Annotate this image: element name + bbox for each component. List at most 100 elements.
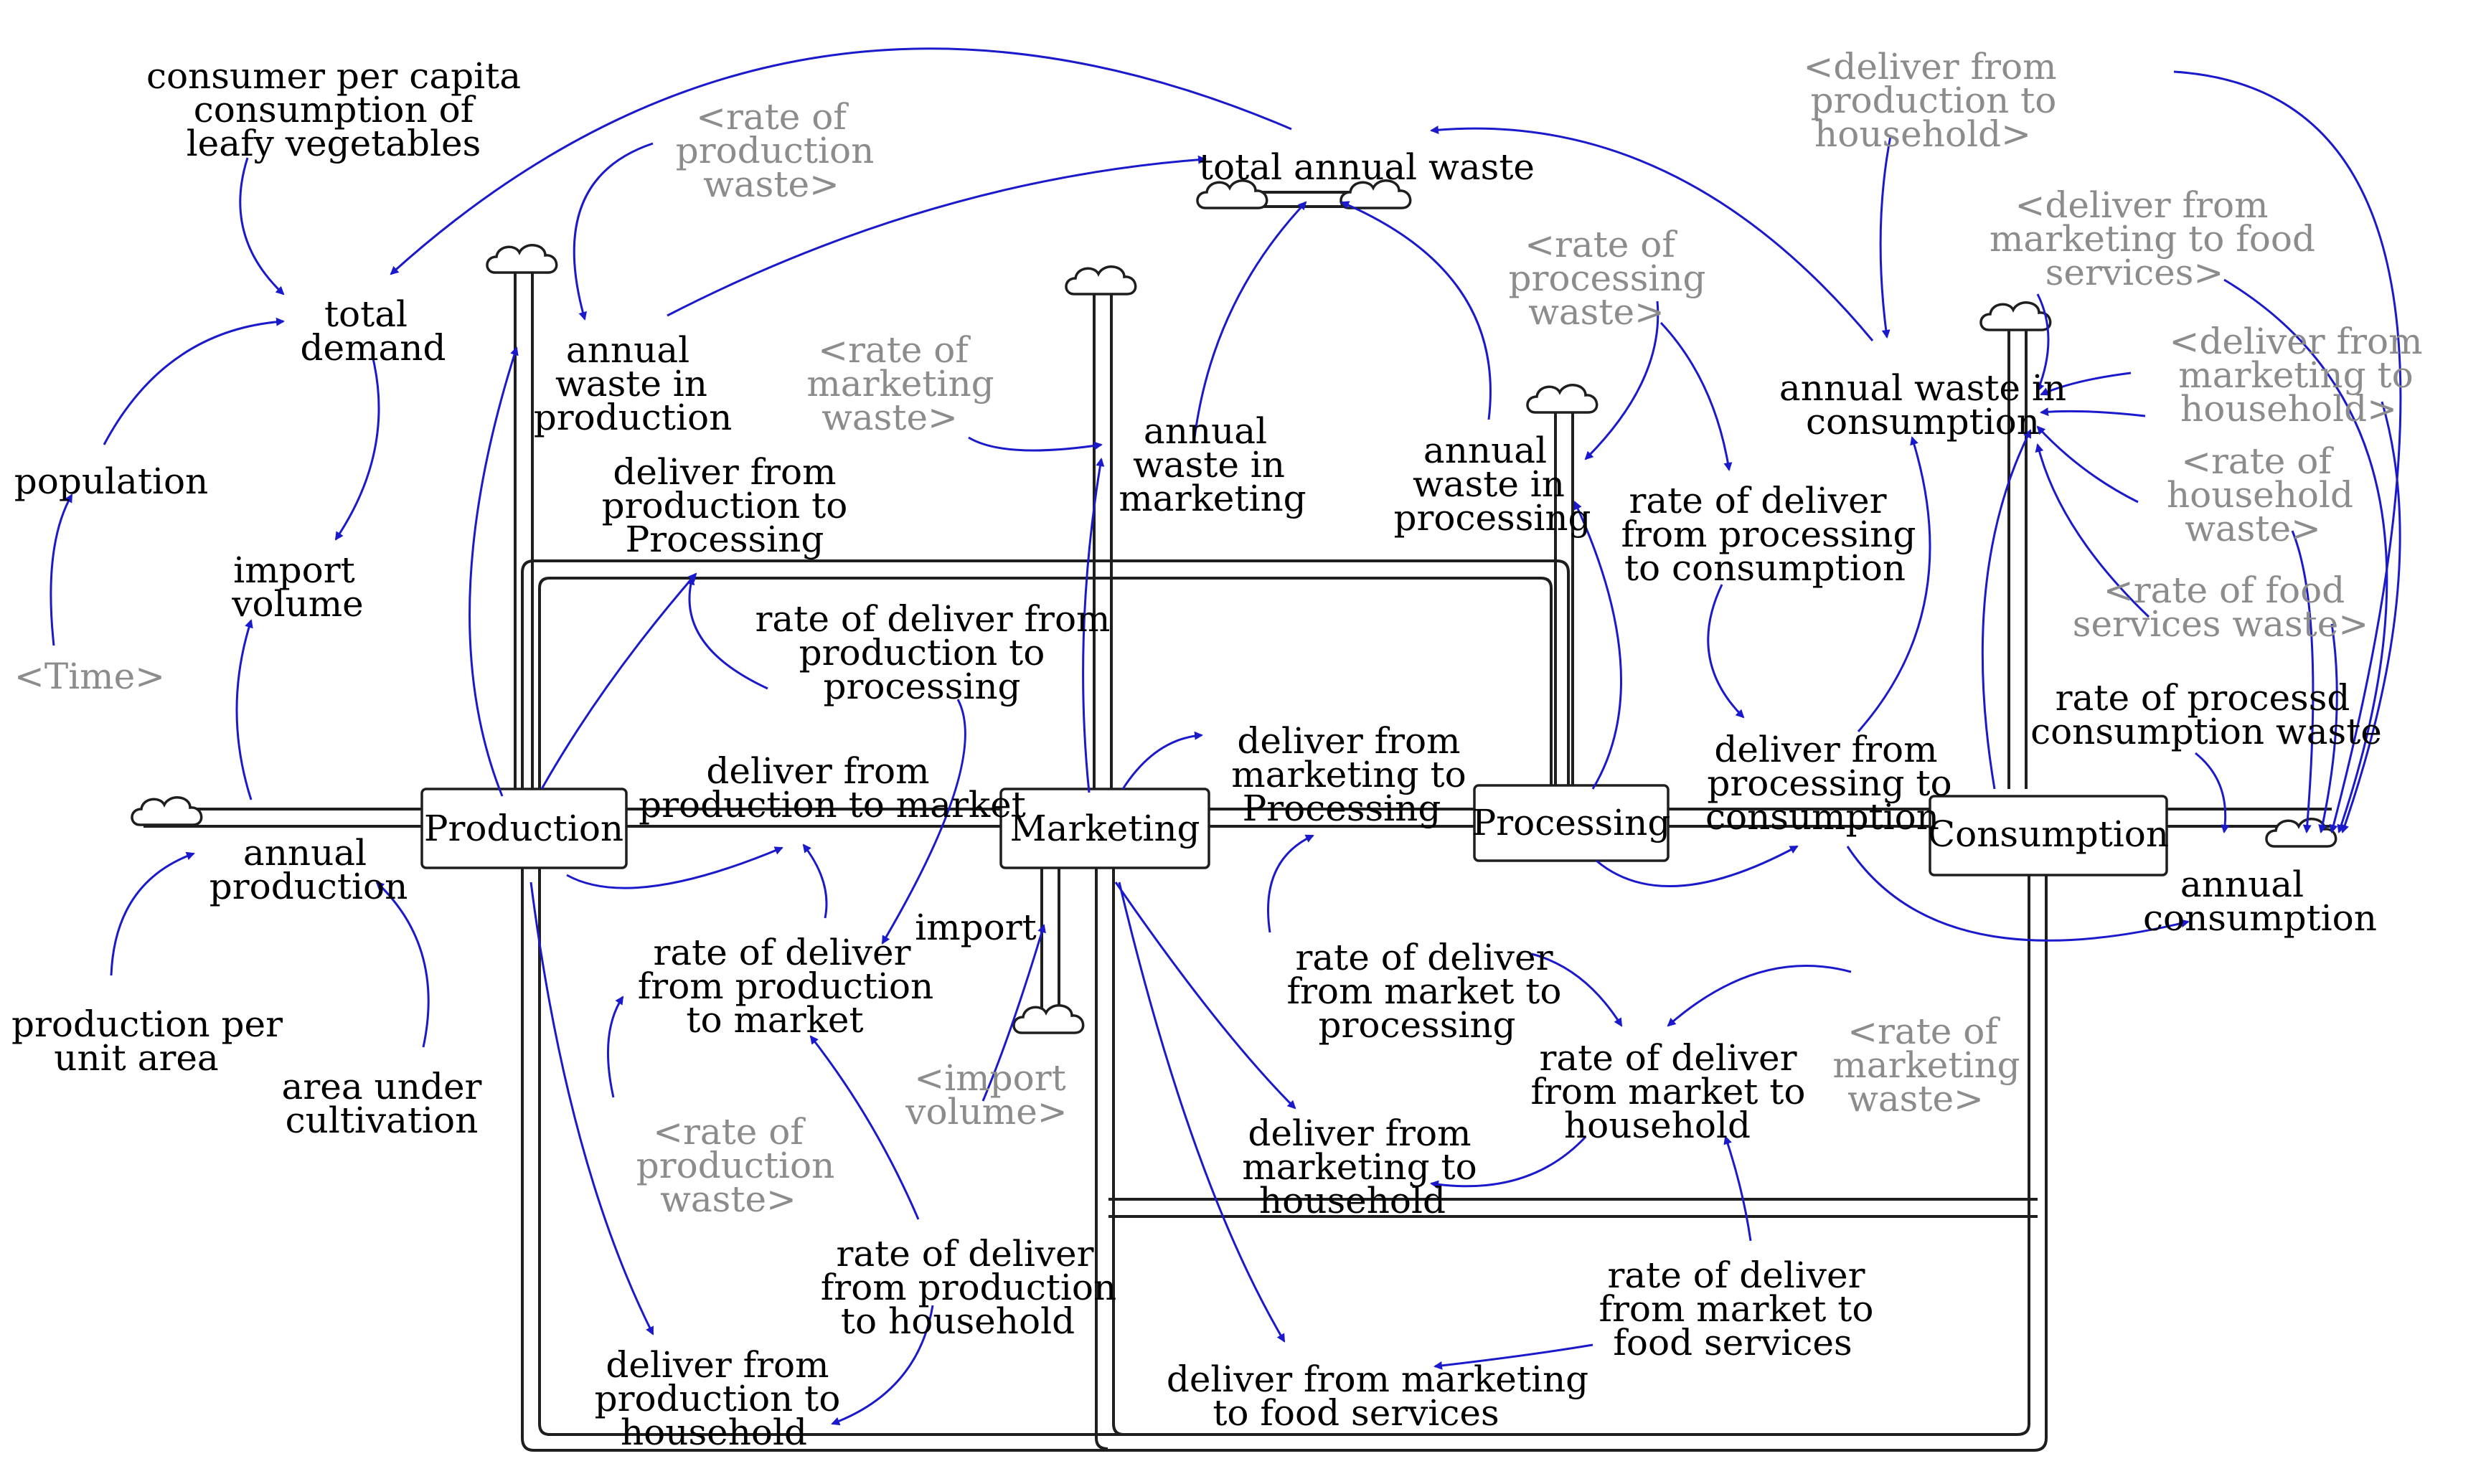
cloud-icon xyxy=(486,244,558,274)
svg-text:processing to: processing to xyxy=(1707,762,1951,804)
svg-text:from market to: from market to xyxy=(1286,970,1561,1012)
svg-text:<rate of: <rate of xyxy=(696,96,849,138)
variable-annual-waste-in-marketing: annual waste in marketing xyxy=(1119,410,1306,519)
stock-label: Marketing xyxy=(1009,808,1200,849)
svg-text:household>: household> xyxy=(1814,113,2031,155)
variable-total-demand: total demand xyxy=(300,293,446,369)
shadow-deliver-from-marketing-to-food-services: <deliver from marketing to food services… xyxy=(1990,184,2315,293)
cloud-icon xyxy=(1065,265,1137,296)
variable-population: population xyxy=(14,460,209,502)
svg-text:annual: annual xyxy=(1423,430,1547,471)
stock-consumption[interactable]: Consumption xyxy=(1928,795,2169,876)
svg-text:area under: area under xyxy=(282,1066,482,1107)
svg-text:<rate of: <rate of xyxy=(2181,440,2334,482)
variable-consumer-per-capita: consumer per capita consumption of leafy… xyxy=(146,55,521,164)
svg-text:processing: processing xyxy=(1393,497,1591,539)
svg-text:production: production xyxy=(209,866,408,907)
svg-text:to food services: to food services xyxy=(1213,1392,1499,1434)
svg-text:processing: processing xyxy=(1508,257,1705,299)
causal-links xyxy=(50,47,2402,1426)
variable-rate-of-deliver-from-market-to-food-services: rate of deliver from market to food serv… xyxy=(1599,1254,1873,1364)
svg-text:marketing: marketing xyxy=(806,363,994,405)
svg-text:rate of deliver: rate of deliver xyxy=(1295,937,1553,978)
svg-text:household: household xyxy=(621,1412,807,1453)
variable-rate-of-deliver-from-production-to-processing: rate of deliver from production to proce… xyxy=(755,598,1111,707)
svg-text:services>: services> xyxy=(2045,252,2224,293)
svg-text:waste in: waste in xyxy=(1413,463,1565,505)
variable-rate-of-processd-consumption-waste: rate of processd consumption waste xyxy=(2030,677,2382,752)
variable-rate-of-deliver-from-market-to-processing: rate of deliver from market to processin… xyxy=(1286,937,1561,1046)
shadow-rate-of-food-services-waste: <rate of food services waste> xyxy=(2073,570,2368,645)
svg-text:production to: production to xyxy=(602,485,848,526)
svg-text:rate of deliver: rate of deliver xyxy=(1607,1254,1865,1296)
svg-text:volume>: volume> xyxy=(905,1091,1067,1133)
svg-text:Processing: Processing xyxy=(626,519,824,560)
variable-production-per-unit-area: production per unit area xyxy=(11,1003,283,1079)
svg-text:population: population xyxy=(14,460,209,502)
svg-text:household>: household> xyxy=(2180,388,2397,430)
variable-deliver-from-processing-to-consumption: deliver from processing to consumption xyxy=(1705,729,1952,838)
cloud-icon xyxy=(1526,384,1599,414)
variable-deliver-from-marketing-to-food-services: deliver from marketing to food services xyxy=(1167,1358,1588,1434)
variable-annual-waste-in-production: annual waste in production xyxy=(534,329,733,438)
svg-text:consumption: consumption xyxy=(1705,796,1939,838)
cloud-icon xyxy=(131,796,203,826)
stock-processing[interactable]: Processing xyxy=(1472,784,1671,862)
stock-production[interactable]: Production xyxy=(420,788,628,869)
source-sink-clouds xyxy=(131,179,2337,1034)
svg-text:from processing: from processing xyxy=(1621,514,1916,555)
stock-label: Production xyxy=(424,808,623,849)
shadow-rate-of-processing-waste: <rate of processing waste> xyxy=(1508,224,1705,333)
svg-text:consumption: consumption xyxy=(1806,401,2040,443)
svg-text:from market to: from market to xyxy=(1599,1288,1873,1330)
stock-marketing[interactable]: Marketing xyxy=(999,788,1210,869)
svg-text:marketing to food: marketing to food xyxy=(1990,218,2315,260)
svg-text:waste in: waste in xyxy=(555,363,707,405)
variable-rate-of-deliver-from-production-to-market: rate of deliver from production to marke… xyxy=(638,932,933,1041)
variable-import: import xyxy=(915,907,1037,948)
svg-text:annual: annual xyxy=(243,832,367,874)
shadow-rate-of-production-waste-bottom: <rate of production waste> xyxy=(636,1111,835,1220)
svg-text:deliver from: deliver from xyxy=(1248,1112,1471,1154)
shadow-time: <Time> xyxy=(14,656,165,697)
svg-text:services waste>: services waste> xyxy=(2073,603,2368,645)
cloud-icon xyxy=(2265,818,2337,848)
variable-annual-consumption: annual consumption xyxy=(2143,864,2377,939)
svg-text:marketing to: marketing to xyxy=(1231,754,1466,795)
svg-text:to household: to household xyxy=(841,1300,1075,1342)
svg-text:waste>: waste> xyxy=(660,1178,796,1220)
svg-text:marketing: marketing xyxy=(1119,478,1306,519)
svg-text:deliver from marketing: deliver from marketing xyxy=(1167,1358,1588,1400)
svg-text:rate of deliver: rate of deliver xyxy=(653,932,910,973)
variable-rate-of-deliver-from-processing-to-consumption: rate of deliver from processing to consu… xyxy=(1621,480,1916,589)
svg-text:rate of processd: rate of processd xyxy=(2056,677,2350,719)
svg-text:deliver from: deliver from xyxy=(606,1344,829,1386)
svg-text:leafy vegetables: leafy vegetables xyxy=(187,123,481,164)
svg-text:<deliver from: <deliver from xyxy=(2015,184,2268,226)
variable-total-annual-waste: total annual waste xyxy=(1199,146,1535,188)
svg-text:production to: production to xyxy=(595,1378,841,1419)
shadow-rate-of-marketing-waste-right: <rate of marketing waste> xyxy=(1832,1011,2020,1120)
svg-text:consumer per capita: consumer per capita xyxy=(146,55,521,97)
svg-text:import: import xyxy=(915,907,1037,948)
svg-text:rate of deliver: rate of deliver xyxy=(1539,1037,1797,1079)
svg-text:processing: processing xyxy=(823,666,1020,707)
variable-annual-waste-in-consumption: annual waste in consumption xyxy=(1779,367,2066,443)
svg-text:<deliver from: <deliver from xyxy=(2169,321,2422,362)
shadow-rate-of-production-waste-top: <rate of production waste> xyxy=(676,96,875,205)
svg-text:production: production xyxy=(534,397,733,438)
shadow-deliver-from-marketing-to-household: <deliver from marketing to household> xyxy=(2169,321,2422,430)
svg-text:household: household xyxy=(1259,1180,1446,1221)
svg-text:production per: production per xyxy=(11,1003,283,1045)
svg-text:annual waste in: annual waste in xyxy=(1779,367,2066,409)
variable-deliver-from-production-to-household: deliver from production to household xyxy=(595,1344,841,1453)
svg-text:annual: annual xyxy=(566,329,689,371)
svg-text:waste>: waste> xyxy=(2185,508,2321,549)
svg-text:<rate of: <rate of xyxy=(818,329,971,371)
variable-annual-waste-in-processing: annual waste in processing xyxy=(1393,430,1591,539)
svg-text:household: household xyxy=(2167,474,2353,516)
svg-text:waste>: waste> xyxy=(821,397,958,438)
svg-text:from market to: from market to xyxy=(1530,1071,1805,1112)
svg-text:<deliver from: <deliver from xyxy=(1803,46,2056,88)
